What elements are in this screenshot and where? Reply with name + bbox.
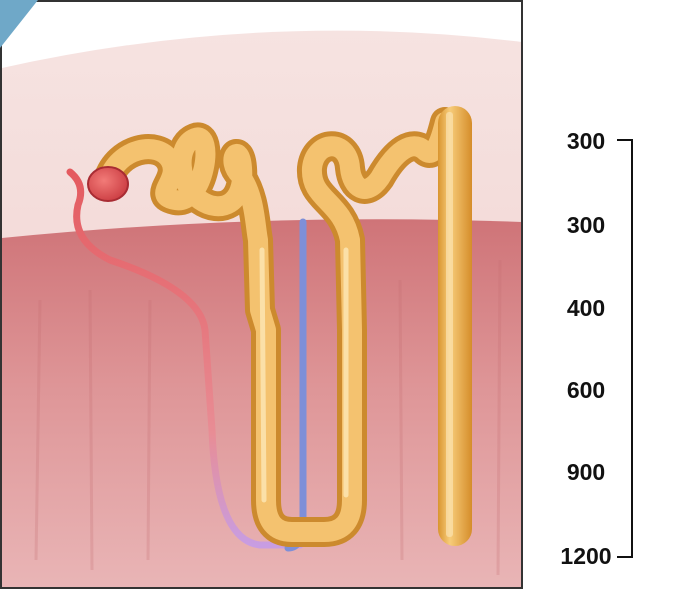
glomerulus xyxy=(87,166,129,202)
nephron-tubule-highlight xyxy=(98,112,455,542)
scale-label-3: 400 xyxy=(566,295,606,321)
collecting-duct xyxy=(438,106,472,546)
efferent-arteriole xyxy=(66,168,304,549)
scale-bracket xyxy=(617,139,633,558)
collecting-duct-sheen xyxy=(446,112,453,537)
medulla-striations xyxy=(34,259,502,576)
scale-label-2: 300 xyxy=(566,212,606,238)
corner-arrow-icon xyxy=(0,0,38,48)
nephron-tubule-sheen xyxy=(259,247,349,503)
scale-label-4: 600 xyxy=(566,377,606,403)
scale-label-5: 900 xyxy=(566,459,606,485)
scale-label-6: 1200 xyxy=(560,543,612,569)
scale-label-1: 300 xyxy=(566,128,606,154)
frame-border xyxy=(0,0,523,589)
